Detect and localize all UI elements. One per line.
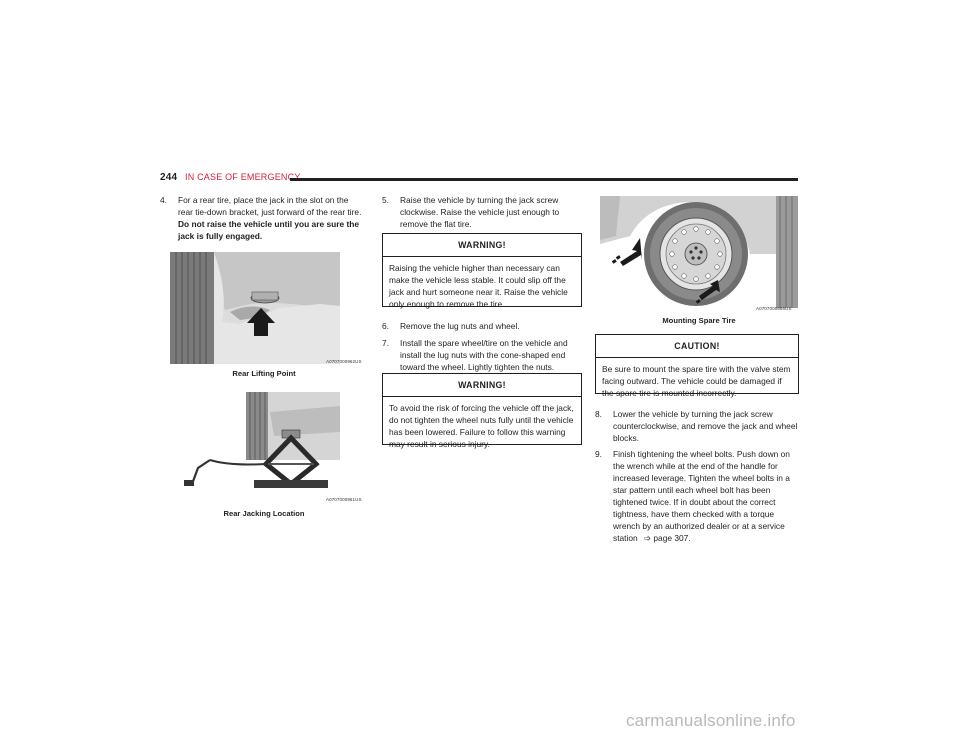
section-title: IN CASE OF EMERGENCY <box>185 172 301 182</box>
arrow-reference-icon: ➩ <box>644 533 652 543</box>
step-4: 4. For a rear tire, place the jack in th… <box>160 194 365 242</box>
figure-code: A0707000961US <box>326 497 362 502</box>
left-column: 4. For a rear tire, place the jack in th… <box>160 194 365 242</box>
warning-body: Raising the vehicle higher than necessar… <box>389 263 568 309</box>
figure-rear-jacking-location <box>170 392 340 500</box>
warning-box-1: WARNING! Raising the vehicle higher than… <box>382 233 582 309</box>
figure-mounting-spare-tire <box>600 196 798 308</box>
caution-box: CAUTION! Be sure to mount the spare tire… <box>595 334 799 398</box>
caution-body: Be sure to mount the spare tire with the… <box>602 364 791 398</box>
step-number: 4. <box>160 195 167 205</box>
watermark: carmanualsonline.info <box>626 711 796 730</box>
warning-body: To avoid the risk of forcing the vehicle… <box>389 403 574 449</box>
step-text: Remove the lug nuts and wheel. <box>400 321 520 331</box>
middle-column-steps-6-7: 6. Remove the lug nuts and wheel. 7. Ins… <box>382 320 587 373</box>
figure-caption: Rear Jacking Location <box>223 509 305 518</box>
step-6: 6. Remove the lug nuts and wheel. <box>382 320 587 332</box>
figure-code: A0707000962US <box>326 359 362 364</box>
rear-jacking-location-illustration <box>170 392 340 500</box>
step-text: For a rear tire, place the jack in the s… <box>178 195 362 217</box>
rear-lifting-point-illustration <box>170 252 340 364</box>
figure-caption: Rear Lifting Point <box>232 369 296 378</box>
step-number: 7. <box>382 338 389 348</box>
step-9: 9. Finish tightening the wheel bolts. Pu… <box>595 448 800 544</box>
header-rule <box>290 178 798 181</box>
step-bold-text: Do not raise the vehicle until you are s… <box>178 219 360 241</box>
page-header: 244 IN CASE OF EMERGENCY <box>160 172 798 186</box>
step-number: 6. <box>382 321 389 331</box>
figure-code: A0707000666US <box>756 306 792 311</box>
warning-title: WARNING! <box>383 234 581 257</box>
step-text: Lower the vehicle by turning the jack sc… <box>613 409 798 443</box>
step-number: 9. <box>595 449 602 459</box>
page-reference-link[interactable]: page 307. <box>653 533 691 543</box>
mounting-spare-tire-illustration <box>600 196 798 308</box>
step-text: Finish tightening the wheel bolts. Push … <box>613 449 790 543</box>
figure-rear-lifting-point <box>170 252 340 364</box>
step-number: 8. <box>595 409 602 419</box>
step-text: Raise the vehicle by turning the jack sc… <box>400 195 560 229</box>
middle-column-step-5: 5. Raise the vehicle by turning the jack… <box>382 194 587 230</box>
step-number: 5. <box>382 195 389 205</box>
step-5: 5. Raise the vehicle by turning the jack… <box>382 194 587 230</box>
right-column-steps: 8. Lower the vehicle by turning the jack… <box>595 408 800 544</box>
step-text: Install the spare wheel/tire on the vehi… <box>400 338 568 372</box>
warning-box-2: WARNING! To avoid the risk of forcing th… <box>382 373 582 449</box>
step-7: 7. Install the spare wheel/tire on the v… <box>382 337 587 373</box>
page-number: 244 <box>160 172 178 183</box>
figure-caption: Mounting Spare Tire <box>662 316 736 325</box>
caution-title: CAUTION! <box>596 335 798 358</box>
step-8: 8. Lower the vehicle by turning the jack… <box>595 408 800 444</box>
warning-title: WARNING! <box>383 374 581 397</box>
